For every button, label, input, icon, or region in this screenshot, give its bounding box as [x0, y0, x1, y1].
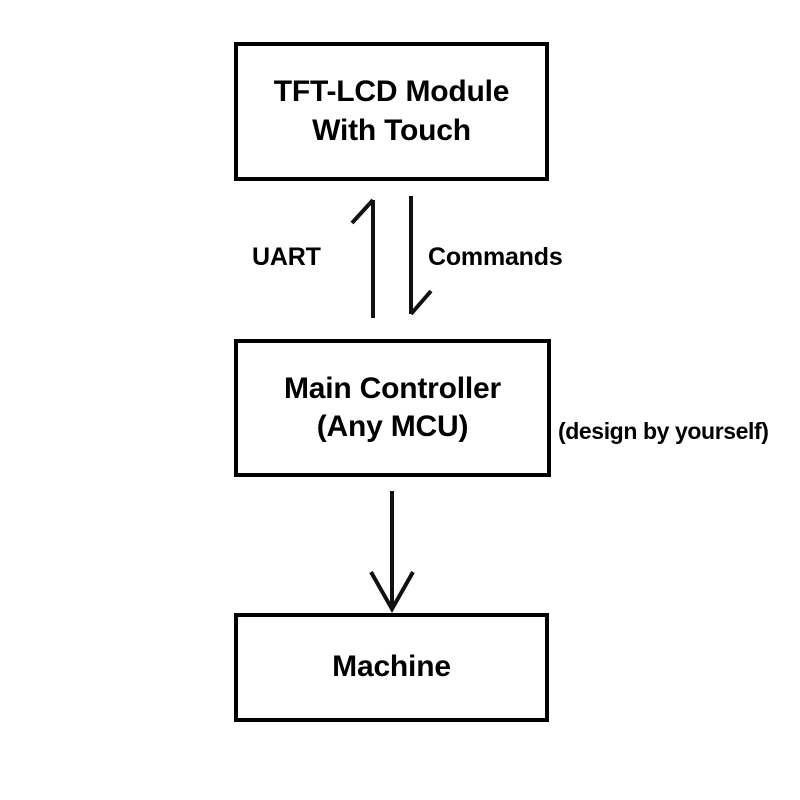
- node-main-controller-line2: (Any MCU): [316, 410, 469, 443]
- node-main-controller[interactable]: Main Controller (Any MCU): [234, 339, 551, 477]
- node-machine[interactable]: Machine: [234, 613, 549, 722]
- node-tft-lcd-module-line2: With Touch: [312, 113, 471, 147]
- arrow-mcu-to-machine: [369, 491, 415, 614]
- annotation-design-by-yourself: (design by yourself): [558, 418, 769, 444]
- edge-label-commands: Commands: [428, 243, 563, 271]
- node-main-controller-line1: Main Controller: [283, 371, 501, 405]
- node-tft-lcd-module-line1: TFT-LCD Module: [273, 75, 510, 109]
- node-tft-lcd-module[interactable]: TFT-LCD Module With Touch: [234, 42, 549, 181]
- arrow-uart-up: [350, 198, 375, 318]
- edge-label-uart: UART: [252, 243, 321, 271]
- node-machine-label: Machine: [332, 650, 451, 684]
